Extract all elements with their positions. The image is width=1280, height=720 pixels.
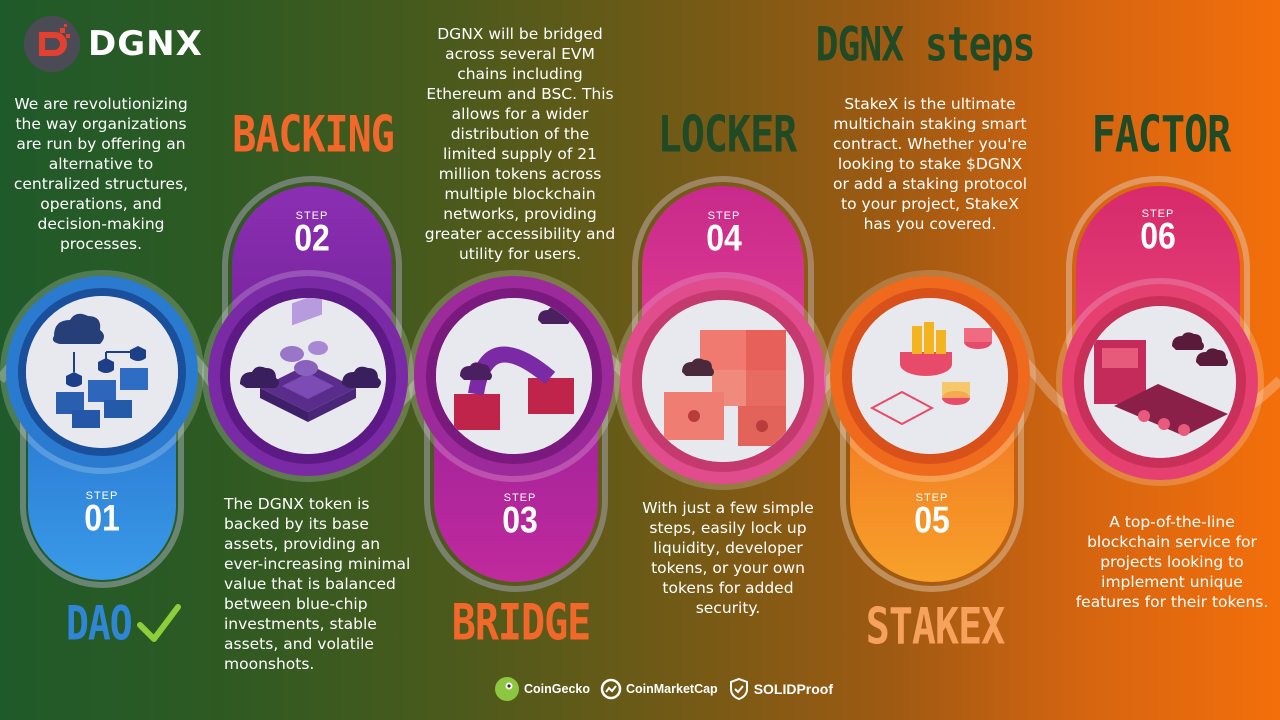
step-01-number: 01 xyxy=(84,497,120,539)
partner-coingecko[interactable]: CoinGecko xyxy=(494,676,590,702)
step-06-title: FACTOR xyxy=(1091,106,1232,164)
partner-coinmarketcap[interactable]: CoinMarketCap xyxy=(600,678,718,700)
step-01-caption: STEP 01 xyxy=(50,490,154,539)
step-01-label: STEP xyxy=(85,490,119,502)
step-04-title: LOCKER xyxy=(657,106,798,164)
dgnx-logo-icon xyxy=(24,16,80,72)
step-05-number: 05 xyxy=(914,499,950,541)
coingecko-icon xyxy=(495,677,519,701)
step-06-description: A top-of-the-line blockchain service for… xyxy=(1075,513,1269,611)
partner-coinmarketcap-label: CoinMarketCap xyxy=(626,682,718,696)
step-04-caption: STEP 04 xyxy=(672,210,776,259)
step-01-title: DAO xyxy=(66,595,133,651)
solidproof-shield-icon xyxy=(729,677,748,701)
step-02-description: The DGNX token is backed by its base ass… xyxy=(224,495,411,673)
partner-solidproof[interactable]: SOLIDProof xyxy=(728,677,833,701)
step-03-caption: STEP 03 xyxy=(468,492,572,541)
step-06-label: STEP xyxy=(1141,208,1175,220)
step-05-description: StakeX is the ultimate multichain stakin… xyxy=(832,95,1028,233)
factory-conveyor-illustration xyxy=(1084,306,1236,458)
intro-text: We are revolutionizing the way organizat… xyxy=(13,95,189,253)
partner-coingecko-label: CoinGecko xyxy=(524,682,590,696)
step-03-label: STEP xyxy=(503,492,537,504)
step-01-title-wrap: DAO xyxy=(66,595,186,651)
brand-name: DGNX xyxy=(88,24,203,64)
step-05-label: STEP xyxy=(915,492,949,504)
page-heading: DGNX steps xyxy=(815,16,1036,72)
brand-logo: DGNX xyxy=(24,16,214,72)
step-03-description: DGNX will be bridged across several EVM … xyxy=(424,25,616,263)
step-05-caption: STEP 05 xyxy=(880,492,984,541)
step-05-title: STAKEX xyxy=(865,598,1006,656)
dao-network-illustration xyxy=(26,296,178,448)
step-03-number: 03 xyxy=(502,499,538,541)
step-02-caption: STEP 02 xyxy=(260,210,364,259)
backing-chip-illustration xyxy=(230,298,386,454)
stakex-coins-illustration xyxy=(852,298,1008,454)
step-04-number: 04 xyxy=(706,217,742,259)
bridge-illustration xyxy=(436,298,592,454)
step-02-title: BACKING xyxy=(232,106,395,164)
step-02-number: 02 xyxy=(294,217,330,259)
partner-solidproof-label: SOLIDProof xyxy=(753,681,834,697)
step-06-number: 06 xyxy=(1140,215,1176,257)
locker-vault-illustration xyxy=(642,300,804,462)
step-04-label: STEP xyxy=(707,210,741,222)
step-03-title: BRIDGE xyxy=(451,594,592,652)
step-02-label: STEP xyxy=(295,210,329,222)
coinmarketcap-icon xyxy=(600,678,622,700)
partners-bar: CoinGecko CoinMarketCap SOLIDProof xyxy=(494,674,833,704)
step-04-description: With just a few simple steps, easily loc… xyxy=(642,499,814,617)
checkmark-icon xyxy=(136,604,181,642)
step-06-caption: STEP 06 xyxy=(1106,208,1210,257)
